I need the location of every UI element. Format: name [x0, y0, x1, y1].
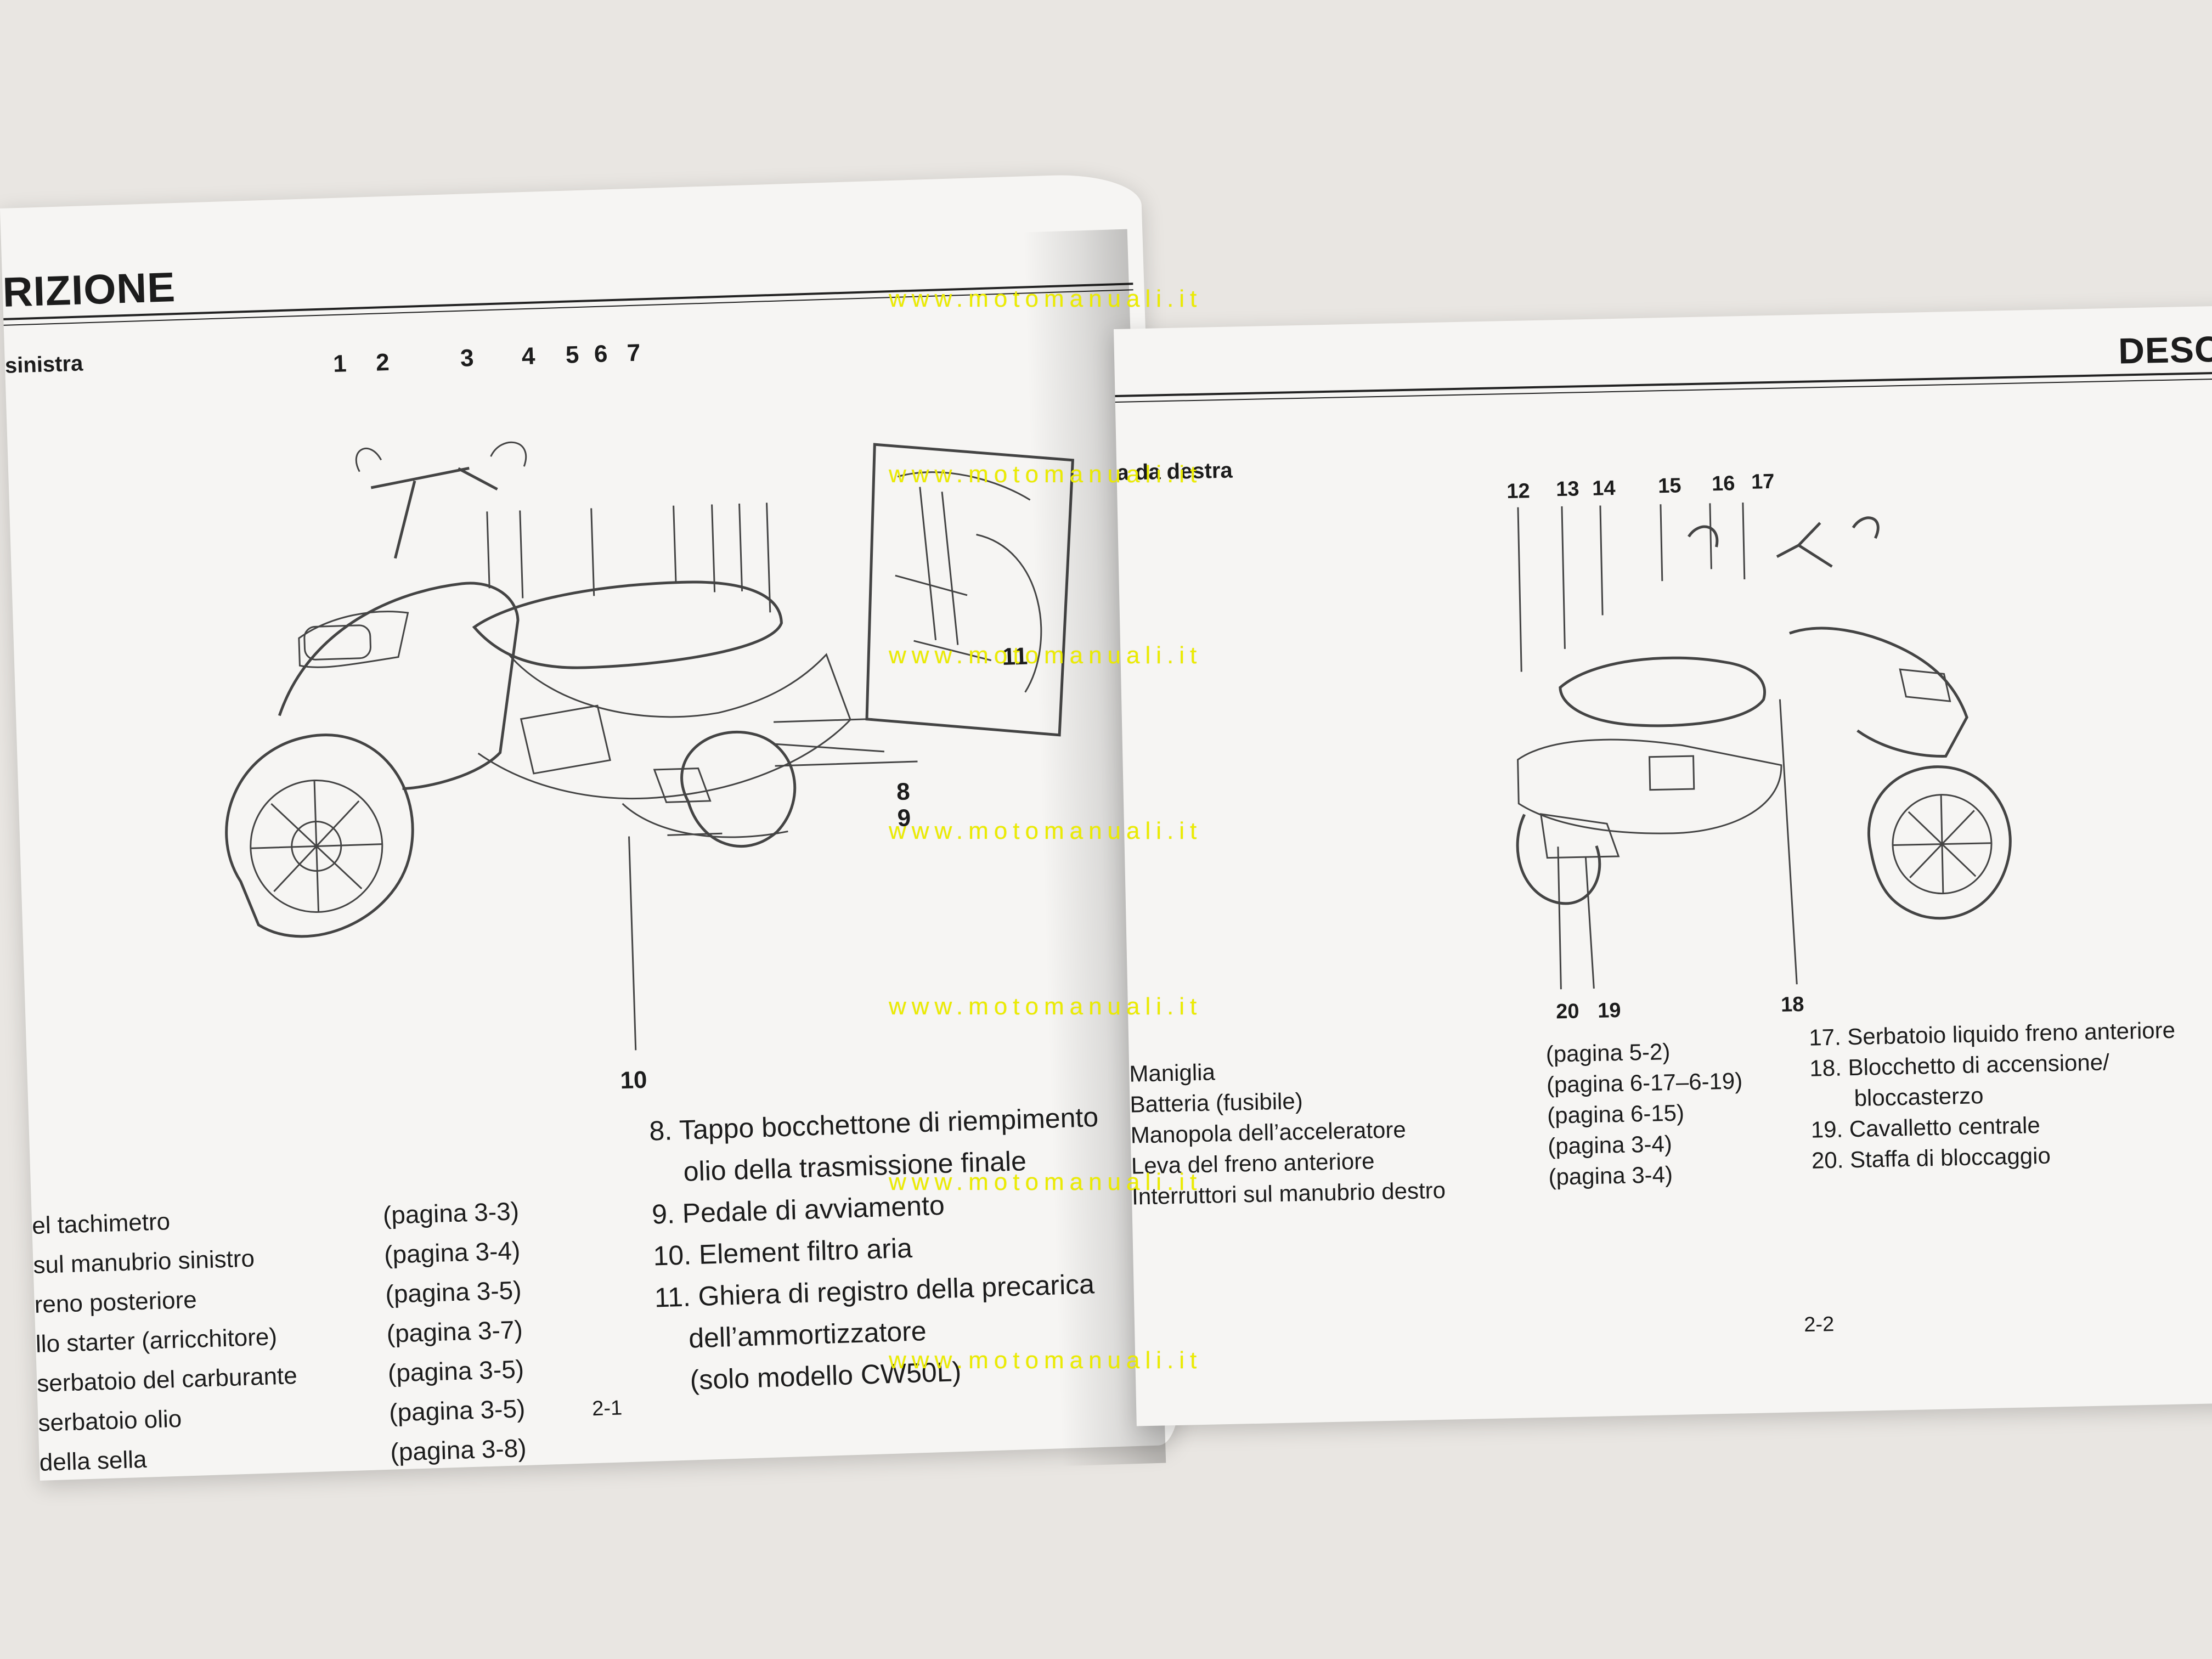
- page-ref-14: (pagina 6-15): [1547, 1099, 1685, 1128]
- section-title-right: DESC: [2118, 328, 2212, 371]
- watermark-3: www.motomanuali.it: [889, 642, 1203, 669]
- legend-left-column: el tachimetro sul manubrio sinistro reno…: [31, 1197, 347, 1483]
- subheading-left: sinistra: [4, 351, 83, 378]
- watermark-2: www.motomanuali.it: [889, 461, 1203, 488]
- callout-4: 4: [521, 342, 536, 370]
- scooter-right-side-illustration: [1516, 503, 2012, 990]
- page-number-right: 2-2: [1803, 1312, 1835, 1337]
- watermark-6: www.motomanuali.it: [889, 1169, 1203, 1195]
- watermark-5: www.motomanuali.it: [889, 993, 1203, 1020]
- callout-1: 1: [332, 350, 347, 378]
- page-number-left: 2-1: [591, 1396, 623, 1421]
- page-ref-5: (pagina 3-5): [387, 1355, 524, 1387]
- left-page: RIZIONE sinistra 1 2 3 4 5 6 7 11 8 9 10: [0, 172, 1181, 1483]
- scooter-left-side-illustration: [225, 441, 1074, 1051]
- callout-16: 16: [1711, 472, 1735, 496]
- page-ref-6: (pagina 3-5): [388, 1394, 526, 1427]
- page-ref-13: (pagina 6-17–6-19): [1546, 1068, 1743, 1098]
- callout-6: 6: [594, 340, 608, 368]
- legend-right-column-right-page: 17. Serbatoio liquido freno anteriore 18…: [1809, 1015, 2178, 1176]
- callout-7: 7: [627, 339, 641, 367]
- callout-13: 13: [1555, 477, 1580, 501]
- right-page: DESC a da destra 12 13 14 15 16 17 20 19…: [1114, 305, 2212, 1426]
- watermark-4: www.motomanuali.it: [889, 817, 1203, 844]
- callout-20: 20: [1555, 1000, 1579, 1024]
- legend-item-14: Manopola dell’acceleratore: [1130, 1116, 1407, 1148]
- callout-3: 3: [460, 345, 475, 372]
- callout-17: 17: [1751, 470, 1775, 494]
- legend-page-refs-left: (pagina 3-3) (pagina 3-4) (pagina 3-5) (…: [382, 1191, 527, 1472]
- page-ref-15: (pagina 3-4): [1547, 1131, 1673, 1159]
- callout-12: 12: [1506, 479, 1531, 504]
- page-ref-1: (pagina 3-3): [382, 1197, 520, 1229]
- callout-18: 18: [1780, 992, 1804, 1017]
- header-rule-right: [1115, 370, 2212, 397]
- callout-19: 19: [1597, 998, 1621, 1023]
- page-ref-16: (pagina 3-4): [1548, 1161, 1673, 1190]
- page-ref-2: (pagina 3-4): [383, 1236, 521, 1269]
- legend-page-refs-right: (pagina 5-2) (pagina 6-17–6-19) (pagina …: [1545, 1035, 1745, 1192]
- page-ref-12: (pagina 5-2): [1545, 1039, 1671, 1067]
- watermark-7: www.motomanuali.it: [889, 1347, 1203, 1374]
- watermark-1: www.motomanuali.it: [889, 285, 1203, 312]
- callout-14: 14: [1592, 476, 1616, 500]
- callout-2: 2: [375, 348, 390, 376]
- callout-15: 15: [1657, 474, 1681, 498]
- page-ref-7: (pagina 3-8): [390, 1433, 527, 1466]
- header-rule-right-thin: [1115, 377, 2212, 403]
- page-ref-4: (pagina 3-7): [386, 1315, 523, 1348]
- callout-5: 5: [565, 341, 580, 369]
- section-title-left: RIZIONE: [2, 264, 177, 316]
- page-ref-3: (pagina 3-5): [385, 1276, 522, 1308]
